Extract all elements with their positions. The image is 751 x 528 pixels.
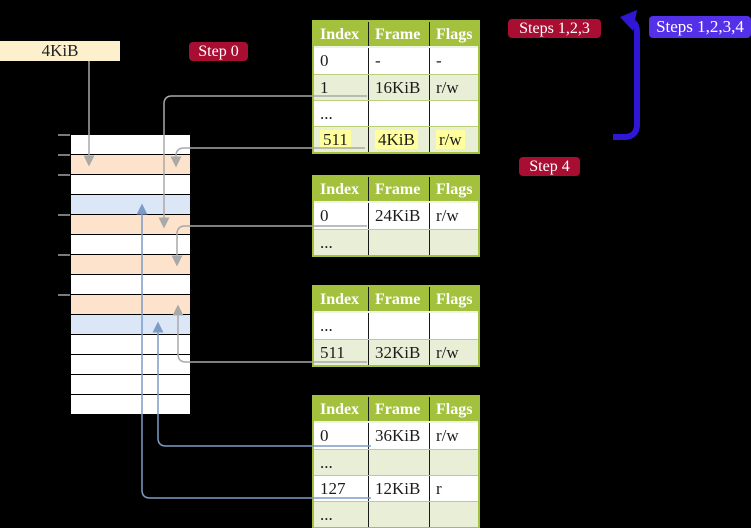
table-header-row: Index Frame Flags: [314, 397, 478, 423]
table-row-ellipsis: ...: [314, 100, 478, 126]
badge-step-0: Step 0: [189, 42, 248, 61]
cell-frame: 16KiB: [369, 75, 430, 100]
frame-address-label: 4KiB: [0, 41, 120, 61]
cell-index: 511: [314, 340, 369, 365]
cell-flags: [430, 313, 478, 339]
highlighted-value: r/w: [436, 130, 465, 149]
cell-index: 0: [314, 423, 369, 449]
column-header-frame: Frame: [369, 397, 430, 421]
column-header-frame: Frame: [369, 287, 430, 311]
cell-index: ...: [314, 101, 369, 126]
table-row-ellipsis: ...: [314, 501, 478, 527]
cell-index: ...: [314, 502, 369, 527]
cell-frame: -: [369, 48, 430, 74]
column-header-flags: Flags: [436, 401, 473, 418]
table-row: 0 24KiB r/w: [314, 203, 478, 229]
memory-frame-row-l4-table: [71, 155, 190, 175]
memory-frame-row: [71, 175, 190, 195]
column-header-index: Index: [314, 22, 369, 46]
page-table-level-3: Index Frame Flags 0 24KiB r/w ...: [312, 175, 480, 257]
physical-memory-column: [71, 135, 190, 415]
cell-index: 1: [314, 75, 369, 100]
cell-flags: r/w: [430, 127, 478, 152]
recursive-loop-arrowhead: [620, 10, 637, 31]
column-header-index: Index: [314, 287, 369, 311]
table-row-ellipsis: ...: [314, 449, 478, 475]
cell-index: 0: [314, 203, 369, 229]
highlighted-value: 4KiB: [375, 130, 418, 149]
cell-index: ...: [314, 450, 369, 475]
table-row: 1 16KiB r/w: [314, 74, 478, 100]
cell-flags: [430, 502, 478, 527]
table-header-row: Index Frame Flags: [314, 287, 478, 313]
badge-steps-1-2-3-4: Steps 1,2,3,4: [649, 16, 751, 38]
cell-frame: 24KiB: [369, 203, 430, 229]
column-header-frame: Frame: [369, 22, 430, 46]
column-header-flags: Flags: [436, 291, 473, 308]
cell-flags: r: [436, 479, 442, 498]
column-header-flags: Flags: [436, 26, 473, 43]
memory-frame-row: [71, 375, 190, 395]
cell-index: ...: [314, 313, 369, 339]
table-row-ellipsis: ...: [314, 313, 478, 339]
cell-flags: -: [436, 51, 442, 70]
table-row-ellipsis: ...: [314, 229, 478, 255]
table-header-row: Index Frame Flags: [314, 177, 478, 203]
cell-index: 511: [314, 127, 369, 152]
highlighted-value: 511: [320, 130, 351, 149]
cell-frame: 32KiB: [369, 340, 430, 365]
cell-flags: [430, 230, 478, 255]
cell-flags: r/w: [436, 78, 459, 97]
memory-frame-row-l1-table: [71, 295, 190, 315]
cell-frame: [369, 101, 430, 126]
table-row: 0 36KiB r/w: [314, 423, 478, 449]
cell-frame: [369, 450, 430, 475]
cell-index: ...: [314, 230, 369, 255]
badge-steps-1-2-3: Steps 1,2,3: [508, 19, 601, 38]
column-header-index: Index: [314, 177, 369, 201]
cell-flags: r/w: [436, 206, 459, 225]
memory-frame-row: [71, 395, 190, 415]
cell-frame: 36KiB: [369, 423, 430, 449]
badge-step-4: Step 4: [519, 157, 580, 176]
cell-frame: 12KiB: [369, 476, 430, 501]
memory-tick-marks: [58, 134, 70, 296]
table-row: 511 32KiB r/w: [314, 339, 478, 365]
table-row: 127 12KiB r: [314, 475, 478, 501]
cell-flags: r/w: [436, 343, 459, 362]
table-header-row: Index Frame Flags: [314, 22, 478, 48]
cell-flags: [430, 101, 478, 126]
memory-frame-row-l3-table: [71, 215, 190, 235]
memory-frame-row: [71, 335, 190, 355]
memory-frame-row-12kib-page: [71, 195, 190, 215]
cell-index: 127: [314, 476, 369, 501]
memory-frame-row-l2-table: [71, 255, 190, 275]
cell-frame: [369, 230, 430, 255]
table-row-recursive-entry: 511 4KiB r/w: [314, 126, 478, 152]
recursive-loop-arrow: [613, 19, 640, 140]
memory-frame-row: [71, 135, 190, 155]
memory-frame-row: [71, 235, 190, 255]
cell-flags: r/w: [436, 426, 459, 445]
memory-frame-row: [71, 275, 190, 295]
column-header-flags: Flags: [436, 181, 473, 198]
cell-frame: [369, 313, 430, 339]
page-table-level-2: Index Frame Flags ... 511 32KiB r/w: [312, 285, 480, 367]
memory-frame-row: [71, 355, 190, 375]
memory-frame-row-36kib-page: [71, 315, 190, 335]
column-header-index: Index: [314, 397, 369, 421]
cell-frame: 4KiB: [369, 127, 430, 152]
page-table-level-4: Index Frame Flags 0 - - 1 16KiB r/w ... …: [312, 20, 480, 154]
table-row: 0 - -: [314, 48, 478, 74]
column-header-frame: Frame: [369, 177, 430, 201]
page-table-level-1: Index Frame Flags 0 36KiB r/w ... 127 12…: [312, 395, 480, 528]
cell-frame: [369, 502, 430, 527]
cell-flags: [430, 450, 478, 475]
cell-index: 0: [314, 48, 369, 74]
